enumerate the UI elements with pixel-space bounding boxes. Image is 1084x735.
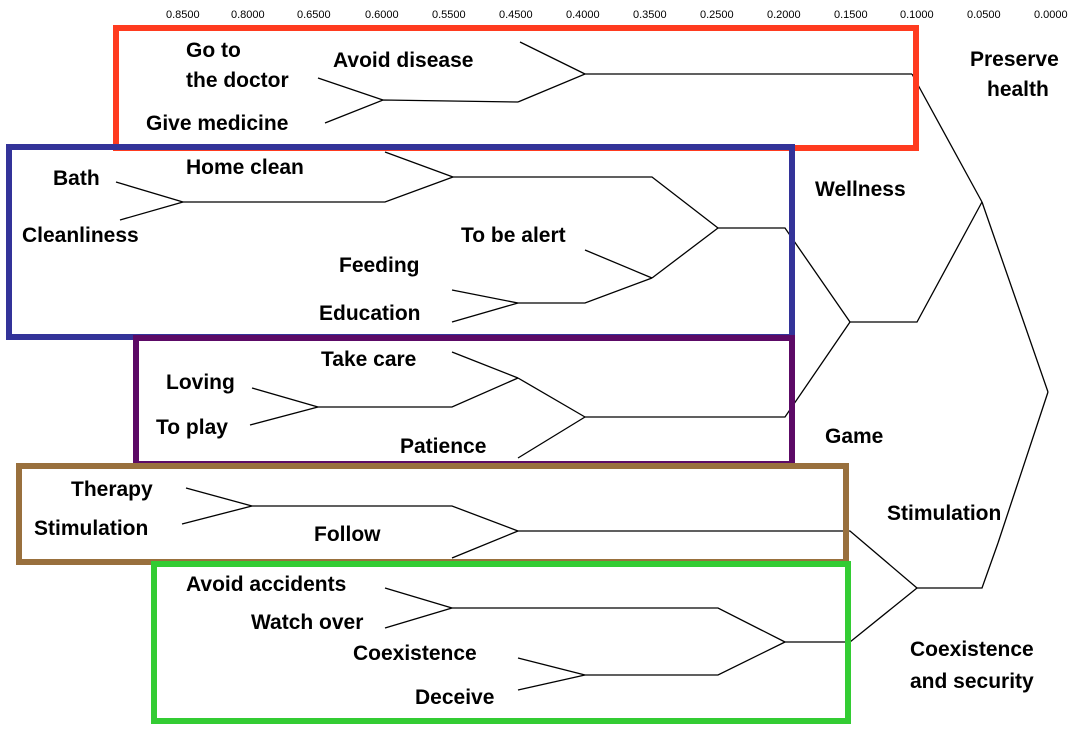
- link-hygiene-up: [453, 176, 719, 229]
- tick-label: 0.5500: [432, 9, 466, 21]
- tick-label: 0.6000: [365, 9, 399, 21]
- tick-label: 0.6500: [297, 9, 331, 21]
- link-home-clean: [384, 151, 454, 178]
- leaf-label-coexistence: Coexistence: [353, 642, 477, 665]
- leaf-label-give-medicine: Give medicine: [146, 112, 288, 135]
- leaf-label-to-be-alert: To be alert: [461, 224, 566, 247]
- group-label-coexistence: Coexistence: [910, 638, 1034, 661]
- leaf-label-to-play: To play: [156, 416, 228, 439]
- link-to-be-alert: [584, 249, 653, 279]
- leaf-label-follow: Follow: [314, 523, 381, 546]
- link-watch-over: [384, 607, 453, 629]
- link-cluster-preserve-health: [517, 73, 912, 103]
- link-follow: [451, 530, 519, 559]
- leaf-label-loving: Loving: [166, 371, 235, 394]
- link-feeding: [451, 289, 519, 304]
- leaf-label-home-clean: Home clean: [186, 156, 304, 179]
- link-to-play: [249, 406, 319, 426]
- link-preserve-health-to-root: [911, 73, 983, 203]
- axis-ticks: 0.8500 0.8000 0.6500 0.6000 0.5500 0.450…: [166, 9, 1068, 21]
- leaf-label-avoid-disease: Avoid disease: [333, 49, 473, 72]
- leaf-label-therapy: Therapy: [71, 478, 153, 501]
- tick-label: 0.1000: [900, 9, 934, 21]
- link-take-care: [451, 351, 519, 379]
- link-therapy-stim-join: [252, 505, 519, 532]
- link-avoid-disease: [519, 41, 586, 75]
- link-stimulation-cluster: [518, 530, 918, 589]
- leaf-labels: Go to the doctor Avoid disease Give medi…: [22, 39, 566, 709]
- link-deceive: [517, 674, 586, 691]
- tick-label: 0.4500: [499, 9, 533, 21]
- leaf-label-education: Education: [319, 302, 421, 325]
- link-loving: [251, 387, 319, 408]
- leaf-label-patience: Patience: [400, 435, 486, 458]
- link-alert-join: [651, 227, 719, 279]
- group-label-wellness: Wellness: [815, 178, 906, 201]
- tick-label: 0.8000: [231, 9, 265, 21]
- leaf-label-bath: Bath: [53, 167, 100, 190]
- link-upper-root-join: [981, 201, 1049, 393]
- leaf-label-the-doctor: the doctor: [186, 69, 289, 92]
- group-label-health: health: [987, 78, 1049, 101]
- tick-label: 0.2500: [700, 9, 734, 21]
- link-stim-coexist-up: [917, 542, 999, 589]
- tick-label: 0.1500: [834, 9, 868, 21]
- tick-label: 0.4000: [566, 9, 600, 21]
- link-avoid-accidents: [384, 587, 453, 609]
- box-coexistence-and-security: [151, 561, 851, 724]
- link-coexist-deceive-join: [585, 641, 786, 676]
- tick-label: 0.0000: [1034, 9, 1068, 21]
- group-label-preserve: Preserve: [970, 48, 1059, 71]
- tick-label: 0.8500: [166, 9, 200, 21]
- link-coexistence: [517, 657, 586, 676]
- link-lower-root-join: [997, 391, 1049, 544]
- leaf-label-take-care: Take care: [321, 348, 416, 371]
- link-hygiene-join: [183, 176, 454, 203]
- leaf-label-go-to: Go to: [186, 39, 241, 62]
- link-take-care-join: [517, 377, 586, 418]
- dendrogram-links: [115, 41, 1049, 691]
- group-label-stimulation: Stimulation: [887, 502, 1001, 525]
- leaf-label-watch-over: Watch over: [251, 611, 363, 634]
- link-stimulation-leaf: [181, 505, 253, 525]
- link-go-to-doctor: [317, 77, 384, 101]
- link-cleanliness: [119, 201, 184, 221]
- leaf-label-cleanliness: Cleanliness: [22, 224, 139, 247]
- link-wellness-cluster: [718, 227, 851, 323]
- link-bath: [115, 181, 184, 203]
- tick-label: 0.2000: [767, 9, 801, 21]
- leaf-label-deceive: Deceive: [415, 686, 494, 709]
- link-game-cluster: [585, 321, 851, 418]
- leaf-label-stimulation: Stimulation: [34, 517, 148, 540]
- group-labels: Preserve health Wellness Game Stimulatio…: [815, 48, 1059, 693]
- link-therapy: [185, 487, 253, 507]
- tick-label: 0.0500: [967, 9, 1001, 21]
- link-wellness-game-up: [850, 201, 983, 323]
- group-label-game: Game: [825, 425, 883, 448]
- leaf-label-avoid-accidents: Avoid accidents: [186, 573, 346, 596]
- leaf-label-feeding: Feeding: [339, 254, 420, 277]
- link-accidents-watch-join: [452, 607, 786, 643]
- tick-label: 0.3500: [633, 9, 667, 21]
- link-feed-edu-up: [518, 277, 653, 304]
- link-give-medicine: [324, 99, 519, 124]
- link-loving-play-join: [318, 377, 519, 408]
- group-label-and-security: and security: [910, 670, 1034, 693]
- link-education: [451, 302, 519, 323]
- link-patience: [517, 416, 586, 459]
- group-boxes: [6, 25, 919, 724]
